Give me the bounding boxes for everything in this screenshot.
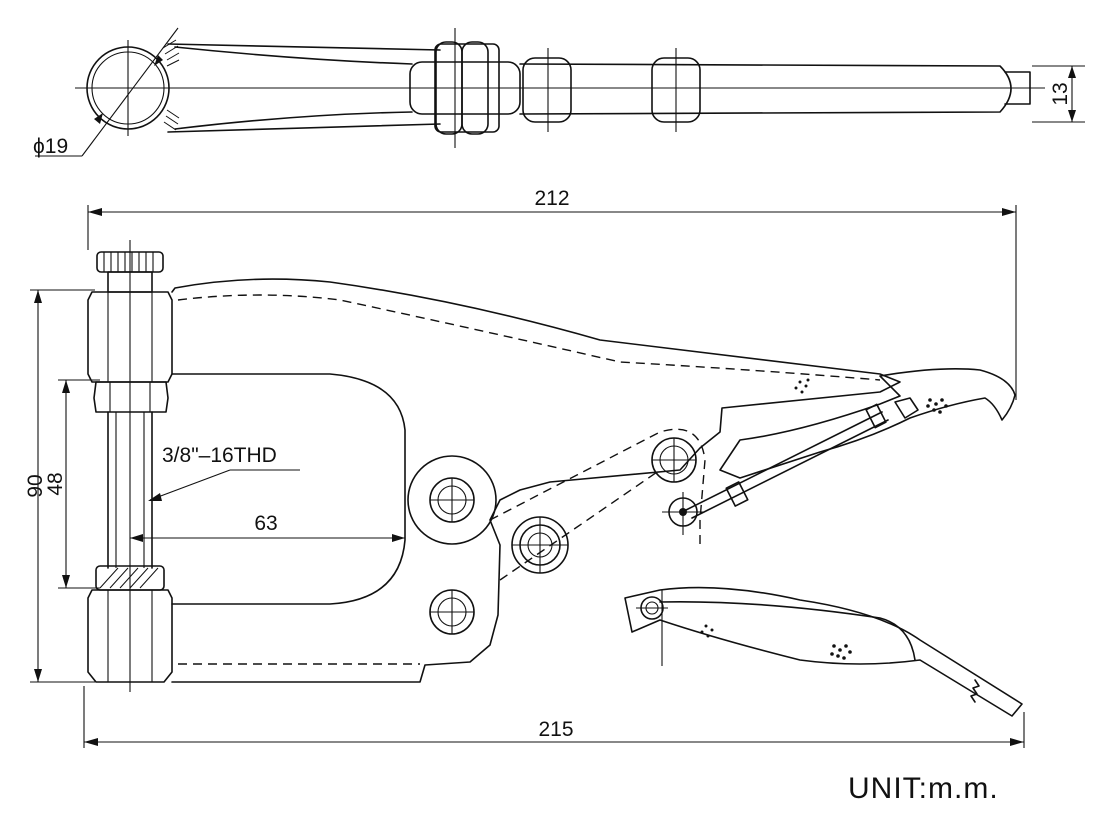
side-view: 212 [24,187,1025,748]
thickness-arrow-bottom [1068,110,1076,122]
upper-die-block [87,291,173,383]
knob-knurling [103,252,154,272]
dim212-label: 212 [534,187,569,210]
dim215-arrow-right [1010,738,1024,746]
upper-arm-top-edge [167,43,441,51]
handle-end-cap [1004,71,1031,105]
pivot-center [511,516,569,574]
dim63-arrow-left [130,534,143,542]
thread-label: 3/8"–16THD [162,444,277,467]
lower-nut-hatch [99,567,159,589]
upper-arm-inner-bottom [174,111,413,130]
lower-handle-inner [659,601,916,661]
top-view: ϕ19 [33,27,1085,158]
grip-stipple-upper [794,378,948,414]
dim48-label: 48 [44,472,67,495]
thread-leader [149,469,231,501]
dim212-arrow-left [88,208,102,216]
grip-stipple-lower [700,624,852,660]
dim215-label: 215 [538,718,573,741]
dim63-label: 63 [254,512,277,535]
neck-serration [162,39,180,131]
unit-label: UNIT:m.m. [848,772,999,805]
dim48-arrow-bottom [62,575,70,588]
thread-arrow [148,493,162,501]
pivot-block [409,61,521,115]
lower-handle-screw [636,590,668,666]
handle-bar [519,63,1012,115]
frame-outer [171,278,901,683]
dim63-arrow-right [392,534,405,542]
dim212-arrow-right [1002,208,1016,216]
upper-handle [719,368,1016,479]
frame-throat [171,373,406,605]
upper-jaw-hidden-line [177,294,881,381]
pivot-upper-right [651,437,697,483]
upper-arm-inner-top [174,46,413,65]
lower-handle-teeth [970,679,980,703]
thickness-arrow-top [1068,66,1076,78]
thickness-label: 13 [1049,82,1072,105]
lower-die-block [87,589,173,683]
diameter-leader [81,27,179,157]
handle-rivet-1 [522,57,572,123]
upper-arm-bottom-edge [167,123,441,133]
pivot-lower-left [429,589,475,635]
diameter-arrow-top [154,55,163,66]
dim48-arrow-top [62,380,70,393]
dim90-label: 90 [24,474,47,497]
spring [685,397,919,519]
pivot-upper-left [407,455,497,545]
pivot-plate-hidden [489,428,706,545]
lower-handle [624,586,1023,717]
diameter-arrow-bottom [94,113,103,124]
pivot-pin-right [461,41,489,135]
dim90-arrow-top [34,290,42,303]
dim215-arrow-left [84,738,98,746]
diameter-label: ϕ19 [33,135,68,158]
pivot-plate-hidden-2 [499,469,661,581]
spring-anchor [662,492,705,535]
dim90-arrow-bottom [34,669,42,682]
hex-nut [93,381,169,413]
